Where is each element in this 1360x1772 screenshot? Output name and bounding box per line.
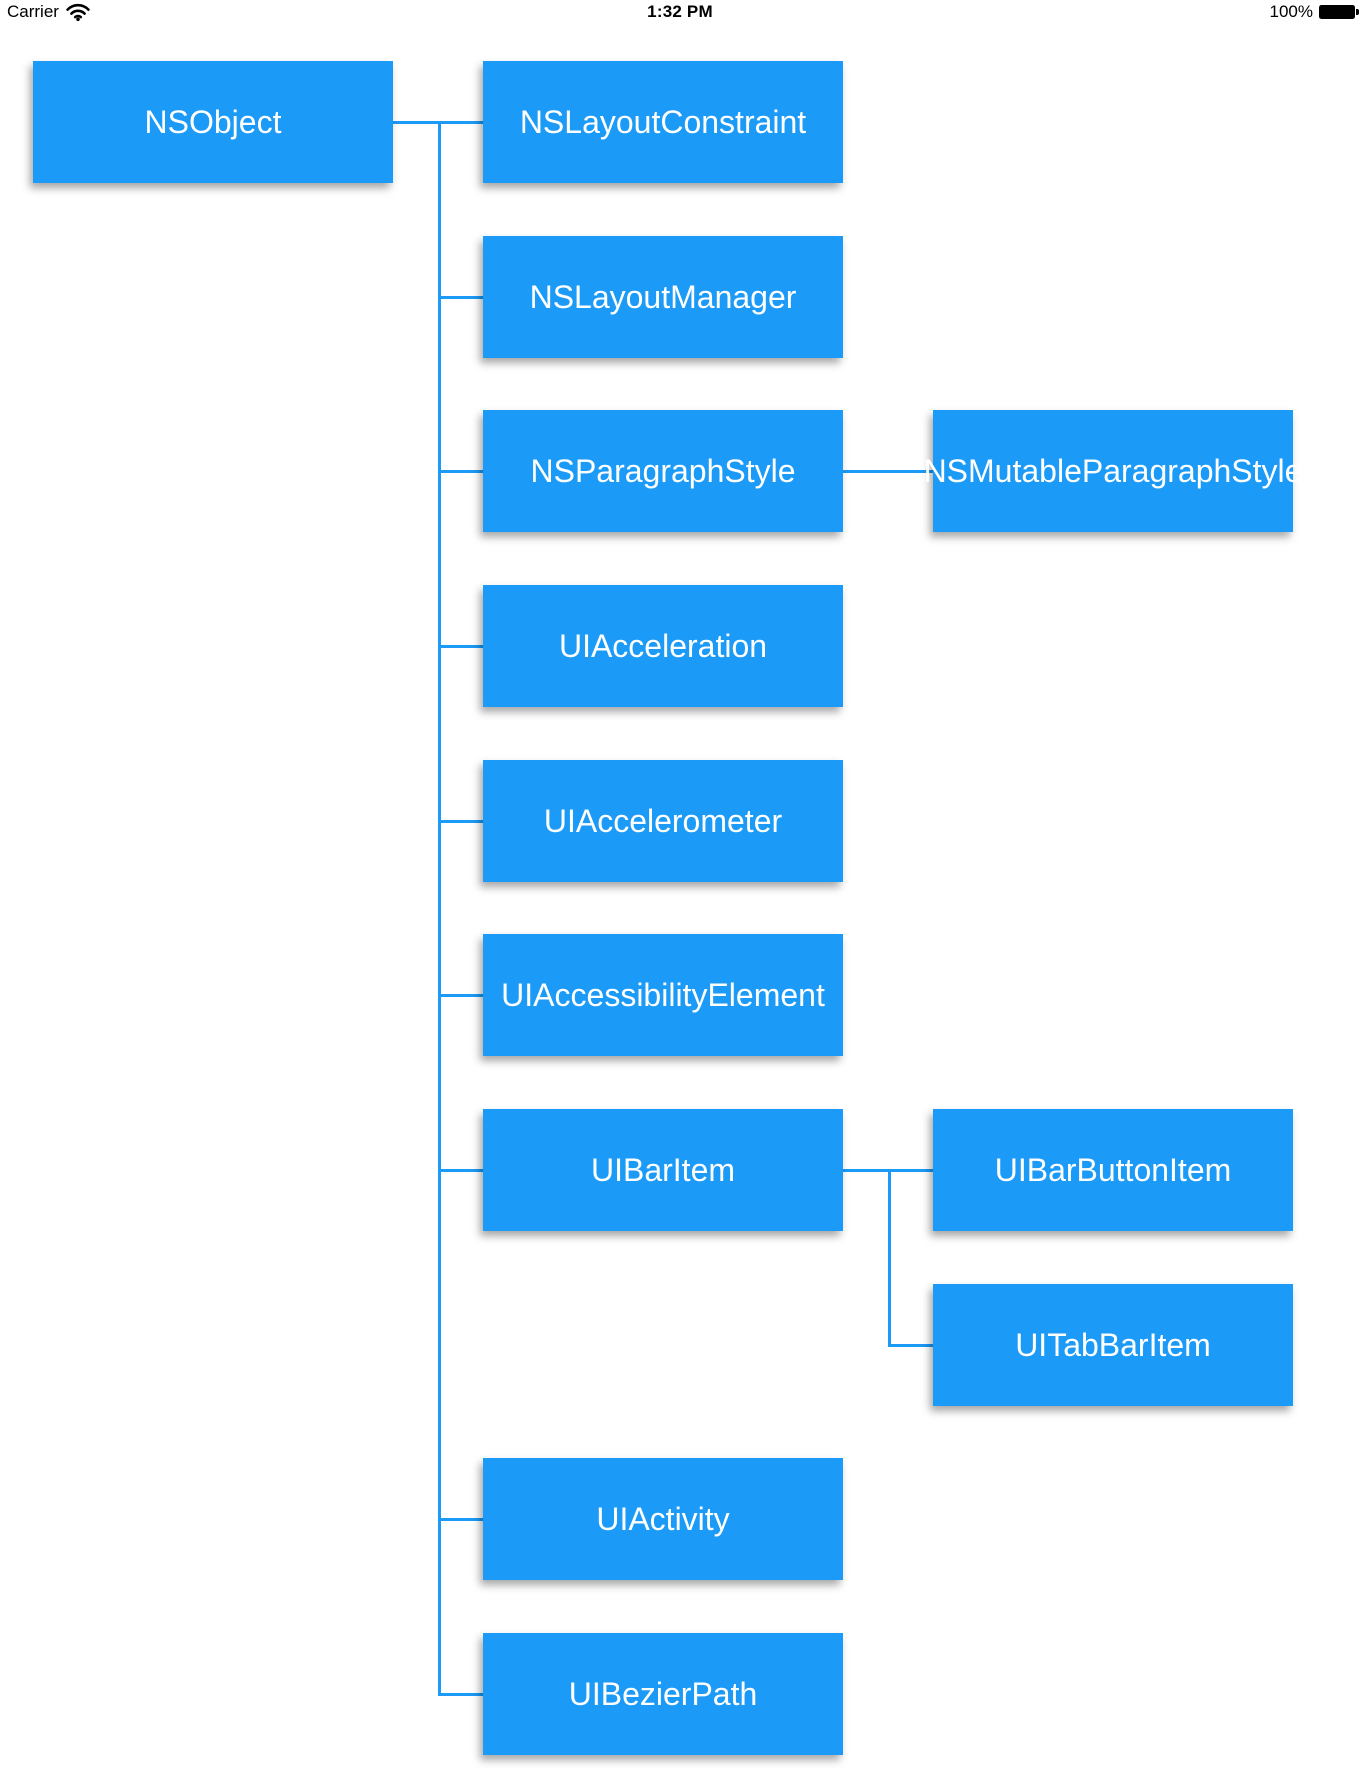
class-node-label: UIAccelerometer: [543, 803, 783, 839]
wifi-icon: [66, 3, 90, 21]
connector-line: [439, 820, 483, 823]
status-bar-left: Carrier: [7, 0, 90, 24]
class-node-uitabbaritem[interactable]: UITabBarItem: [933, 1284, 1293, 1406]
class-node-label: UITabBarItem: [1015, 1327, 1211, 1363]
carrier-label: Carrier: [7, 2, 59, 21]
clock-label: 1:32 PM: [647, 2, 713, 21]
class-node-uibarbuttonitem[interactable]: UIBarButtonItem: [933, 1109, 1293, 1231]
status-bar-right: 100%: [1269, 0, 1359, 24]
class-node-label: NSLayoutConstraint: [519, 104, 807, 140]
connector-line: [439, 1169, 483, 1172]
connector-line: [439, 1518, 483, 1521]
connector-line: [439, 645, 483, 648]
connector-line: [439, 994, 483, 997]
class-node-nsobject[interactable]: NSObject: [33, 61, 393, 183]
class-node-label: NSLayoutManager: [529, 279, 797, 315]
class-node-nsparagraphstyle[interactable]: NSParagraphStyle: [483, 410, 843, 532]
battery-cap: [1356, 9, 1359, 15]
class-node-uiactivity[interactable]: UIActivity: [483, 1458, 843, 1580]
class-node-uibezierpath[interactable]: UIBezierPath: [483, 1633, 843, 1755]
class-node-uibaritem[interactable]: UIBarItem: [483, 1109, 843, 1231]
connector-line: [439, 1693, 483, 1696]
class-node-label: UIBarButtonItem: [994, 1152, 1232, 1188]
status-bar-clock: 1:32 PM: [0, 0, 1360, 24]
class-node-uiaccelerometer[interactable]: UIAccelerometer: [483, 760, 843, 882]
connector-line: [439, 470, 483, 473]
connector-line: [888, 1170, 891, 1347]
connector-line: [889, 1344, 933, 1347]
class-node-uiaccessibilityelement[interactable]: UIAccessibilityElement: [483, 934, 843, 1056]
class-node-uiacceleration[interactable]: UIAcceleration: [483, 585, 843, 707]
class-node-label: NSParagraphStyle: [530, 453, 796, 489]
class-node-label: NSObject: [144, 104, 282, 140]
battery-icon: [1319, 5, 1359, 19]
class-node-nslayoutconstraint[interactable]: NSLayoutConstraint: [483, 61, 843, 183]
class-node-nslayoutmanager[interactable]: NSLayoutManager: [483, 236, 843, 358]
status-bar: Carrier 1:32 PM 100%: [0, 0, 1360, 27]
class-node-label: UIBezierPath: [568, 1676, 758, 1712]
battery-percent-label: 100%: [1269, 2, 1313, 21]
class-node-label: UIActivity: [596, 1501, 730, 1537]
connector-line: [438, 122, 441, 1696]
class-node-label: UIBarItem: [590, 1152, 736, 1188]
connector-line: [843, 470, 933, 473]
class-node-label: NSMutableParagraphStyle: [923, 453, 1303, 489]
class-node-nsmutableparagraphstyle[interactable]: NSMutableParagraphStyle: [924, 410, 1302, 532]
class-node-label: UIAccessibilityElement: [501, 977, 825, 1013]
connector-line: [439, 296, 483, 299]
class-node-label: UIAcceleration: [558, 628, 768, 664]
